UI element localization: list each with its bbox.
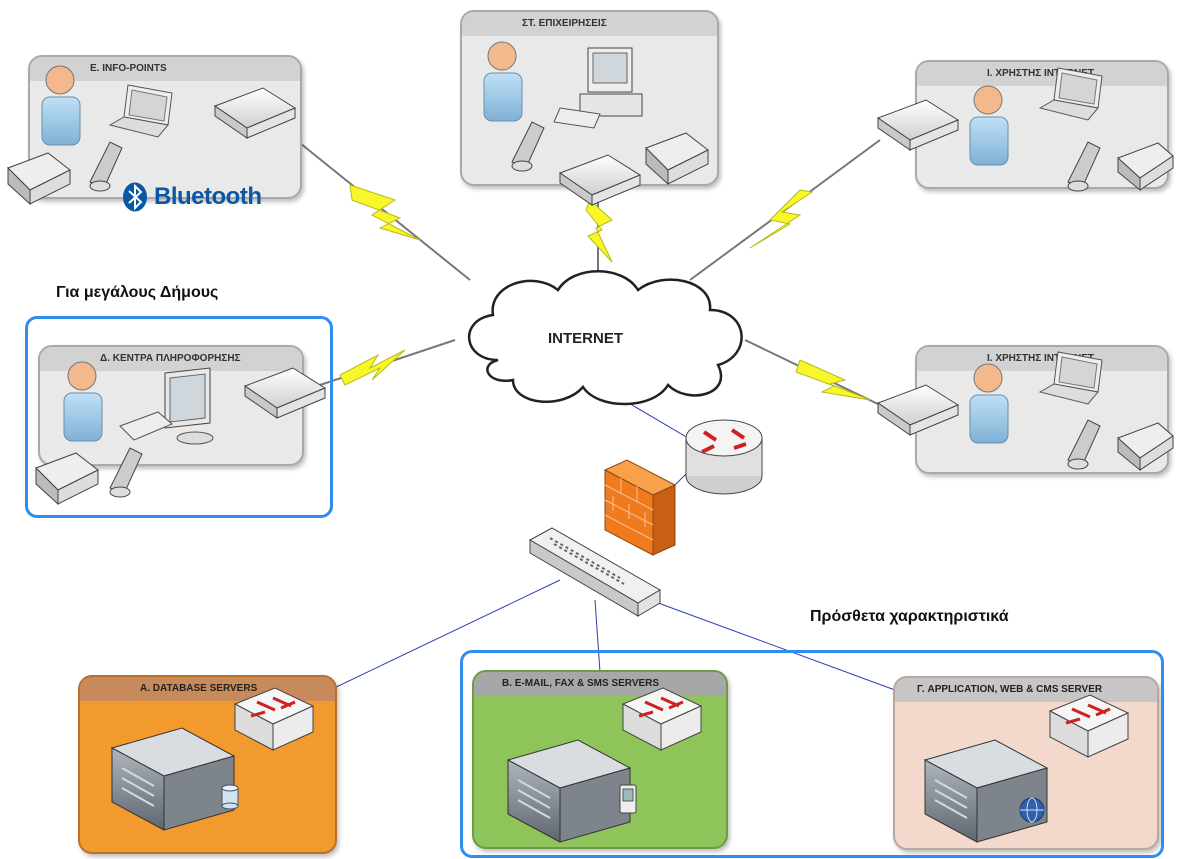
panel-app-servers-title: Γ. APPLICATION, WEB & CMS SERVER	[895, 678, 1157, 702]
bolt-info-points	[289, 134, 471, 281]
user-icon	[63, 361, 103, 442]
globe-icon	[1019, 797, 1045, 823]
laptop-icon	[108, 84, 173, 138]
monitor-icon	[164, 367, 214, 445]
fax-icon	[645, 132, 709, 186]
user-icon	[969, 85, 1009, 166]
bluetooth-logo: Bluetooth	[122, 182, 262, 212]
phone-icon	[511, 121, 545, 172]
extra-features-label: Πρόσθετα χαρακτηριστικά	[810, 608, 1009, 625]
network-switch-icon	[528, 527, 661, 617]
link-switch-app	[649, 599, 896, 691]
fax-icon	[7, 152, 71, 206]
fax-icon	[1117, 142, 1174, 192]
user-icon	[41, 65, 81, 146]
user-icon	[483, 41, 523, 122]
laptop-icon	[1038, 351, 1103, 405]
server-switch-icon	[1048, 694, 1130, 758]
database-icon	[221, 784, 239, 810]
laptop-icon	[1038, 67, 1103, 121]
large-municipalities-label: Για μεγάλους Δήμους	[56, 284, 219, 301]
panel-info-points-title: E. INFO-POINTS	[30, 57, 300, 81]
bluetooth-icon	[123, 182, 147, 212]
bolt-user-1	[689, 139, 881, 281]
modem-icon	[558, 154, 642, 206]
internet-cloud	[467, 270, 743, 406]
user-icon	[969, 363, 1009, 444]
fax-icon	[1117, 422, 1174, 472]
bolt-user-2	[744, 339, 881, 406]
server-rack-icon	[923, 739, 1049, 843]
modem-icon	[243, 367, 327, 419]
modem-icon	[876, 99, 960, 151]
link-switch-database	[329, 579, 561, 691]
modem-icon	[876, 384, 960, 436]
phone-icon	[1067, 141, 1101, 192]
panel-user-internet-2-title: Ι. ΧΡΗΣΤΗΣ INTERNET	[917, 347, 1167, 371]
server-rack-icon	[506, 739, 632, 843]
fax-icon	[35, 452, 99, 506]
server-switch-icon	[233, 687, 315, 751]
modem-icon	[213, 87, 297, 139]
desktop-computer-icon	[553, 47, 643, 129]
panel-email-servers-title: B. E-MAIL, FAX & SMS SERVERS	[474, 672, 726, 696]
internet-label: INTERNET	[548, 330, 623, 347]
phone-icon	[109, 447, 143, 498]
server-switch-icon	[621, 687, 703, 751]
link-switch-email	[594, 599, 601, 673]
bolt-info-centers	[319, 339, 456, 386]
bluetooth-wordmark: Bluetooth	[154, 183, 262, 210]
router-icon	[685, 419, 763, 495]
phone-icon	[89, 141, 123, 192]
outline-extra-features	[460, 650, 1164, 858]
keyboard-icon	[119, 411, 173, 441]
bolt-businesses	[585, 199, 613, 280]
panel-user-internet-1-title: Ι. ΧΡΗΣΤΗΣ INTERNET	[917, 62, 1167, 86]
panel-businesses-title: ΣΤ. ΕΠΙΧΕΙΡΗΣΕΙΣ	[462, 12, 717, 36]
firewall-icon	[603, 459, 677, 556]
server-rack-icon	[110, 727, 236, 831]
mobile-device-icon	[619, 784, 637, 814]
phone-icon	[1067, 419, 1101, 470]
outline-large-municipalities	[25, 316, 333, 518]
